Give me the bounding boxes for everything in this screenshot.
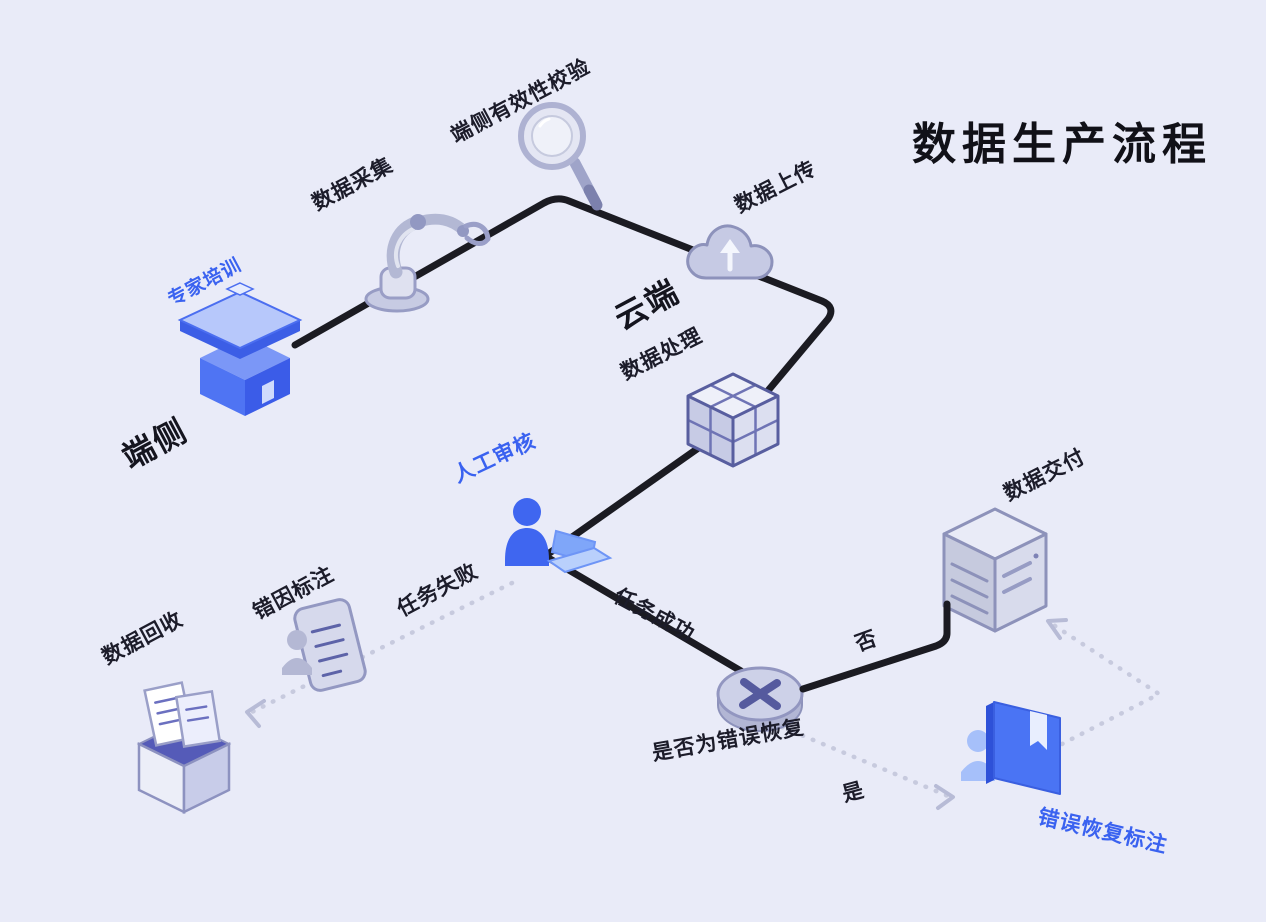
task-success-line xyxy=(541,552,774,692)
task-failed-arrow-icon xyxy=(245,699,266,728)
no-flow-line xyxy=(799,600,951,693)
cloud-upload-icon xyxy=(686,224,774,280)
recovery-return-dotted-line xyxy=(1049,621,1164,747)
page-title: 数据生产流程 xyxy=(912,120,1212,169)
robot-arm-icon xyxy=(364,213,491,313)
server-icon xyxy=(942,507,1048,633)
document-person-icon xyxy=(282,598,367,692)
podium-graduation-icon xyxy=(177,282,303,416)
yes-dotted-line xyxy=(779,724,951,799)
decision-x-icon xyxy=(716,666,804,732)
cube-modules-icon xyxy=(686,372,780,468)
task-failed-dotted-line xyxy=(249,580,515,715)
book-person-icon xyxy=(961,701,1061,795)
yes-arrow-icon xyxy=(934,784,955,810)
person-laptop-icon xyxy=(505,498,613,574)
box-papers-icon xyxy=(136,681,232,815)
recovery-return-arrow-icon xyxy=(1046,618,1068,640)
magnifier-icon xyxy=(518,102,603,211)
